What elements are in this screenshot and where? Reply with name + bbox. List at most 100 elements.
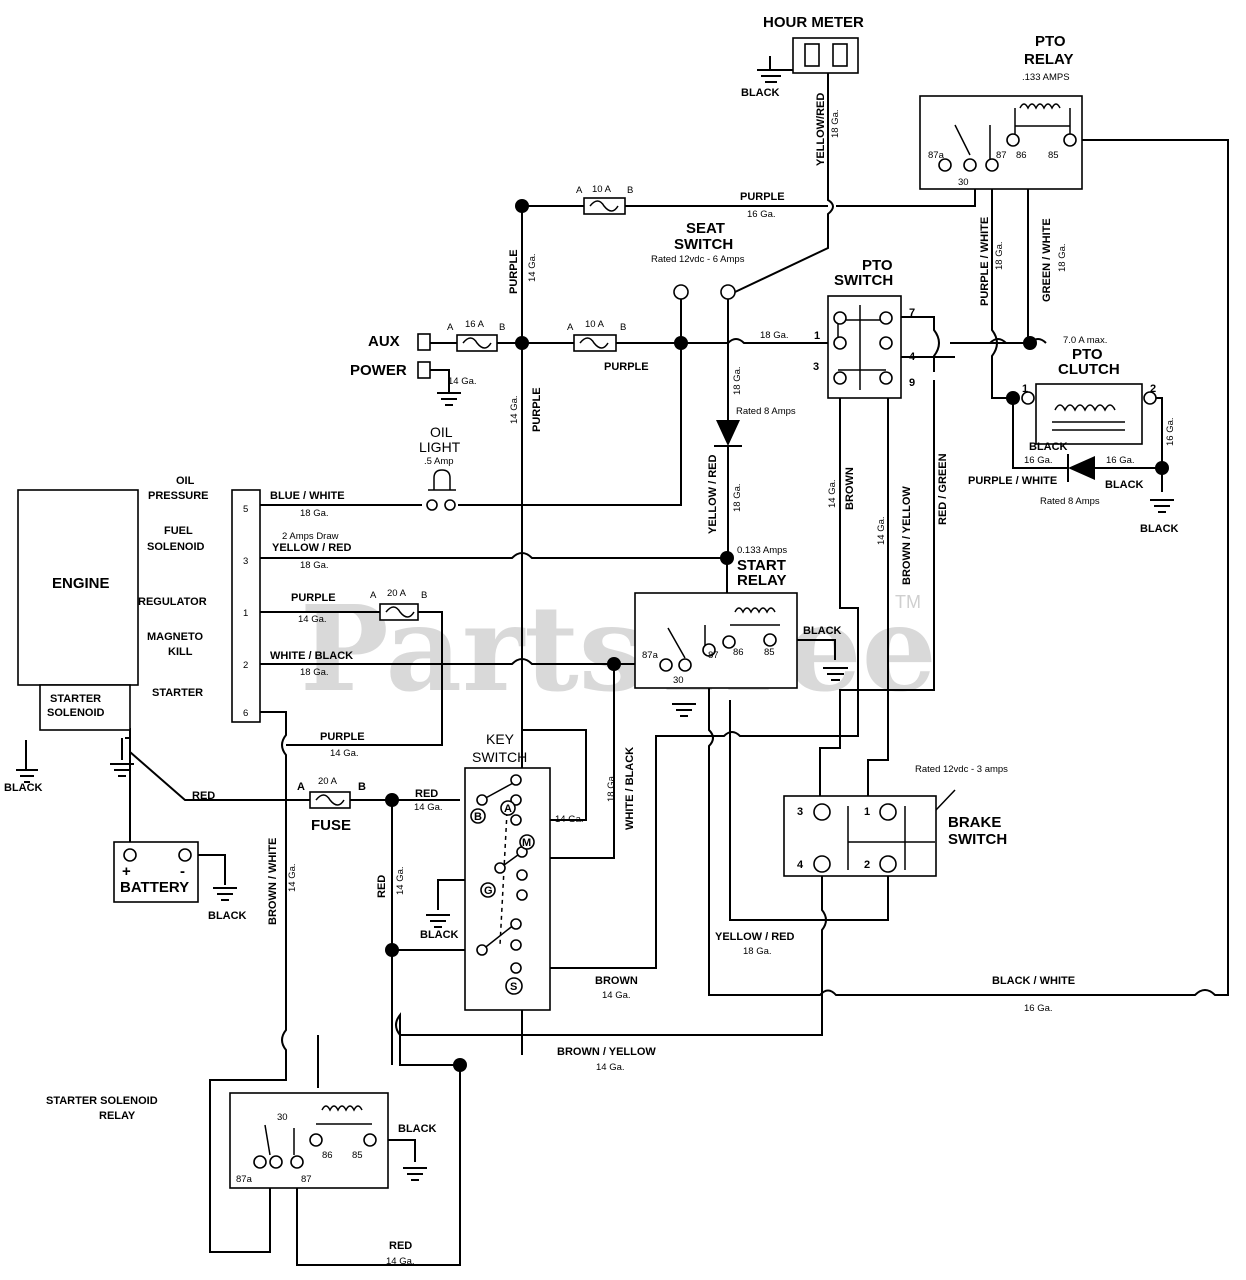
engine-fuel-solenoid-2: SOLENOID bbox=[147, 541, 205, 553]
brake-pin-1: 1 bbox=[864, 806, 870, 818]
power-label: POWER bbox=[350, 362, 407, 379]
terminals bbox=[123, 133, 1157, 1169]
lbl-yellow-red-v: YELLOW / RED bbox=[707, 455, 719, 535]
pin-labels: 87a 30 87 86 85 87a 30 87 86 85 30 87a 8… bbox=[236, 150, 1156, 1185]
lbl-14ga-brown: 14 Ga. bbox=[602, 990, 631, 1001]
fuse-5-a: A bbox=[297, 781, 305, 793]
lbl-18ga-seat-v: 18 Ga. bbox=[732, 366, 743, 395]
pto-relay-box bbox=[919, 95, 1083, 190]
lbl-14ga-fuse: 14 Ga. bbox=[414, 802, 443, 813]
vertical-wire-labels: YELLOW/RED 18 Ga. PURPLE 14 Ga. 14 Ga. P… bbox=[267, 93, 1176, 925]
lbl-purple-v2: PURPLE bbox=[531, 387, 543, 432]
pto-relay-30: 30 bbox=[958, 177, 969, 188]
fuse-2-a: A bbox=[447, 322, 454, 333]
brake-switch-box bbox=[783, 795, 937, 877]
lbl-14ga-red-v: 14 Ga. bbox=[395, 866, 406, 895]
fuse-4-b: B bbox=[421, 590, 427, 601]
lbl-purple-v1: PURPLE bbox=[508, 249, 520, 294]
lbl-brown-key: BROWN bbox=[595, 975, 638, 987]
pto-clutch-box bbox=[1035, 383, 1143, 445]
aux-label: AUX bbox=[368, 333, 400, 350]
start-relay-87: 87 bbox=[708, 650, 719, 661]
brake-pin-4: 4 bbox=[797, 859, 804, 871]
watermark: PartsTree bbox=[300, 579, 937, 718]
brake-pin-3: 3 bbox=[797, 806, 803, 818]
lbl-purple-white-clutch: PURPLE / WHITE bbox=[968, 475, 1057, 487]
lbl-brown-yellow-bottom: BROWN / YELLOW bbox=[557, 1046, 656, 1058]
sol-relay-87: 87 bbox=[301, 1174, 312, 1185]
battery-title: BATTERY bbox=[120, 879, 189, 896]
pto-relay-title-1: PTO bbox=[1035, 33, 1066, 50]
fuse-regulator-20a bbox=[379, 603, 419, 621]
lbl-18ga-oil: 18 Ga. bbox=[300, 508, 329, 519]
pin-1: 1 bbox=[243, 608, 248, 619]
lbl-14ga-v2: 14 Ga. bbox=[509, 395, 520, 424]
oil-light-title-2: LIGHT bbox=[419, 439, 461, 455]
lbl-18ga-mag: 18 Ga. bbox=[300, 667, 329, 678]
lbl-black-white: BLACK / WHITE bbox=[992, 975, 1075, 987]
fuse-3-rating: 10 A bbox=[585, 319, 605, 330]
pto-switch-pin-1: 1 bbox=[814, 330, 820, 342]
wire-labels: BLACK PURPLE 16 Ga. 18 Ga. PURPLE 14 Ga.… bbox=[4, 87, 1179, 1267]
battery-plus-icon: + bbox=[122, 863, 131, 880]
lbl-white-black-mag: WHITE / BLACK bbox=[270, 650, 353, 662]
lbl-red-green-v: RED / GREEN bbox=[937, 453, 949, 525]
lbl-14ga-by: 14 Ga. bbox=[596, 1062, 625, 1073]
lbl-black-start-relay: BLACK bbox=[803, 625, 842, 637]
lbl-black-hm: BLACK bbox=[741, 87, 780, 99]
key-pos-s: S bbox=[510, 981, 517, 993]
lbl-brown-v: BROWN bbox=[844, 467, 856, 510]
lbl-purple-seat: PURPLE bbox=[604, 361, 649, 373]
pto-switch-pin-4: 4 bbox=[909, 351, 916, 363]
lbl-rated-8-b: Rated 8 Amps bbox=[1040, 496, 1100, 507]
engine-starter: STARTER bbox=[152, 687, 203, 699]
pto-relay-title-2: RELAY bbox=[1024, 51, 1073, 68]
engine-box bbox=[17, 489, 139, 686]
start-relay-title-1: START bbox=[737, 557, 786, 574]
lbl-red-bottom: RED bbox=[389, 1240, 412, 1252]
clutch-pin-1: 1 bbox=[1022, 383, 1028, 395]
fuse-1-a: A bbox=[576, 185, 583, 196]
fuse-symbols bbox=[309, 197, 626, 809]
lbl-18ga-hm: 18 Ga. bbox=[830, 109, 841, 138]
start-relay-rating: 0.133 Amps bbox=[737, 545, 787, 556]
solenoid-relay-title-1: STARTER SOLENOID bbox=[46, 1095, 158, 1107]
sol-relay-86: 86 bbox=[322, 1150, 333, 1161]
starter-solenoid-title-1: STARTER bbox=[50, 693, 101, 705]
lbl-yellow-red-fuel: YELLOW / RED bbox=[272, 542, 352, 554]
lbl-14ga-starter: 14 Ga. bbox=[330, 748, 359, 759]
key-pos-a: A bbox=[504, 803, 512, 815]
engine-oil-pressure-2: PRESSURE bbox=[148, 490, 209, 502]
lbl-black-battery: BLACK bbox=[208, 910, 247, 922]
coils bbox=[316, 103, 1125, 1125]
lbl-14ga-brown-v: 14 Ga. bbox=[827, 479, 838, 508]
pto-relay-87: 87 bbox=[996, 150, 1007, 161]
lbl-brown-white-v: BROWN / WHITE bbox=[267, 838, 279, 925]
start-relay-30: 30 bbox=[673, 675, 684, 686]
fuse-3-a: A bbox=[567, 322, 574, 333]
lbl-14ga-bottom: 14 Ga. bbox=[386, 1256, 415, 1267]
lbl-18ga-gw-v: 18 Ga. bbox=[1057, 243, 1068, 272]
lbl-rated-8-a: Rated 8 Amps bbox=[736, 406, 796, 417]
starter-solenoid-title-2: SOLENOID bbox=[47, 707, 105, 719]
pto-clutch-rating: 7.0 A max. bbox=[1063, 335, 1107, 346]
pto-relay-85: 85 bbox=[1048, 150, 1059, 161]
start-relay-title-2: RELAY bbox=[737, 572, 786, 589]
pto-switch-pin-7: 7 bbox=[909, 307, 915, 319]
watermark-tm: TM bbox=[895, 592, 921, 612]
lbl-purple-white-v: PURPLE / WHITE bbox=[979, 217, 991, 306]
lbl-green-white-v: GREEN / WHITE bbox=[1041, 218, 1053, 302]
lbl-black-sol-relay: BLACK bbox=[398, 1123, 437, 1135]
lbl-yellow-red-brake: YELLOW / RED bbox=[715, 931, 795, 943]
engine-magneto-kill-1: MAGNETO bbox=[147, 631, 203, 643]
fuse-title: FUSE bbox=[311, 817, 351, 834]
lbl-14ga-key: 14 Ga. bbox=[555, 814, 584, 825]
engine-terminal-labels: OIL PRESSURE FUEL SOLENOID REGULATOR MAG… bbox=[138, 475, 248, 719]
lbl-purple-top: PURPLE bbox=[740, 191, 785, 203]
fuse-4-a: A bbox=[370, 590, 377, 601]
sol-relay-30: 30 bbox=[277, 1112, 288, 1123]
lbl-14ga-by-v: 14 Ga. bbox=[876, 516, 887, 545]
key-switch-positions: A B M G S bbox=[470, 800, 535, 995]
fuse-2-rating: 16 A bbox=[465, 319, 485, 330]
